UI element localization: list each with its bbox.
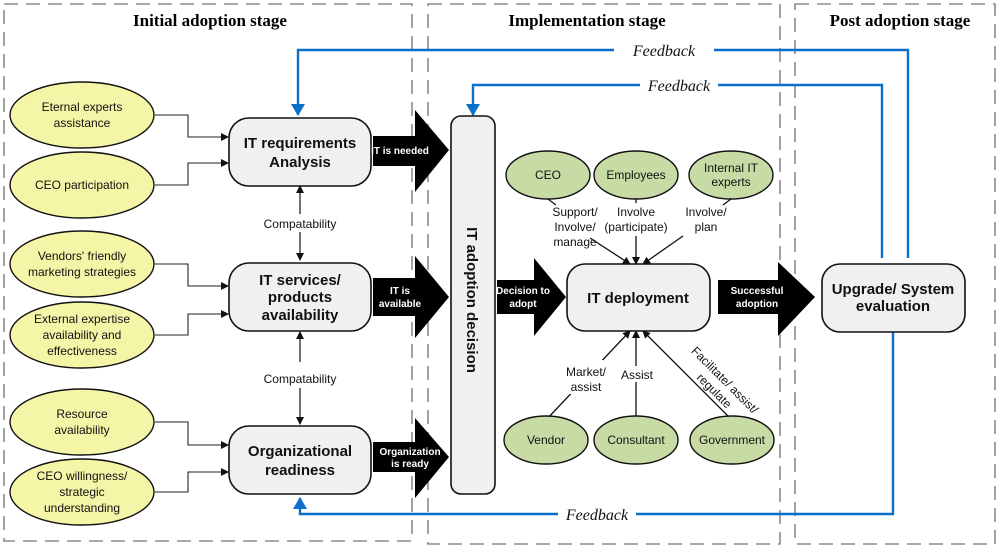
box-organizational-readiness[interactable]: Organizational readiness (228, 425, 372, 495)
block-arrow-success-line1: Successful (731, 286, 784, 297)
compatibility-label-1: Compatability (264, 217, 337, 231)
feedback-label-inner: Feedback (647, 78, 711, 95)
actor-name: Vendor (527, 433, 565, 447)
block-arrow-it-needed-label: IT is needed (371, 146, 429, 157)
actor-relation-label: Involve/ (554, 220, 596, 234)
box-upgrade-line2: evaluation (856, 298, 930, 315)
factor-oval-1[interactable]: CEO participation (9, 151, 155, 219)
bottom-actor-2[interactable]: Government (689, 415, 775, 465)
actor-relation-label: assist (571, 380, 602, 394)
box-it-deployment-label: IT deployment (587, 290, 689, 307)
actor-name: Government (699, 433, 766, 447)
bottom-actor-1[interactable]: Consultant (593, 415, 679, 465)
actor-name: CEO (535, 168, 561, 182)
bottom-actor-0[interactable]: Vendor (503, 415, 589, 465)
factor-oval-text: marketing strategies (28, 265, 136, 279)
box-it-services-line3: availability (262, 307, 339, 324)
actor-relation-label: Market/ (566, 365, 607, 379)
block-arrow-org-ready-line1: Organization (379, 447, 440, 458)
box-it-services-line2: products (268, 289, 332, 306)
block-arrow-success-line2: adoption (736, 299, 778, 310)
feedback-loop-bottom: Feedback (293, 332, 895, 524)
stage-implementation-title: Implementation stage (508, 11, 666, 30)
factor-oval-5[interactable]: CEO willingness/strategic understanding (9, 458, 155, 526)
actor-name: Employees (606, 168, 665, 182)
factor-connectors (155, 114, 229, 493)
actor-relation-label: plan (695, 220, 718, 234)
feedback-label-outer: Feedback (632, 43, 696, 60)
factor-oval-text: CEO willingness/ (37, 469, 128, 483)
box-upgrade-system-evaluation[interactable]: Upgrade/ System evaluation (821, 263, 966, 333)
factor-oval-text: CEO participation (35, 178, 129, 192)
block-arrow-successful-adoption: Successful adoption (718, 262, 815, 336)
compatibility-label-2: Compatability (264, 372, 337, 386)
factor-oval-text: assistance (54, 116, 111, 130)
block-arrow-it-available-line2: available (379, 299, 422, 310)
factor-oval-text: Vendors' friendly (38, 249, 126, 263)
top-actor-1[interactable]: Employees (593, 150, 679, 200)
factor-oval-text: Eternal experts (42, 100, 123, 114)
box-it-adoption-decision-label: IT adoption decision (463, 227, 480, 373)
block-arrow-org-ready-line2: is ready (391, 459, 429, 470)
feedback-loop-outer: Feedback (291, 40, 910, 258)
box-upgrade-line1: Upgrade/ System (832, 281, 955, 298)
block-arrow-it-available: IT is available (373, 256, 449, 338)
factor-oval-3[interactable]: External expertise availability and effect… (9, 301, 155, 369)
actor-relation-label: Assist (621, 368, 654, 382)
factor-oval-text: effectiveness (47, 344, 117, 358)
block-arrow-decision-line1: Decision to (496, 286, 550, 297)
actor-connectors (545, 198, 733, 421)
actor-name: Consultant (607, 433, 665, 447)
block-arrow-org-ready: Organization is ready (373, 418, 449, 498)
stage-initial-title: Initial adoption stage (133, 11, 287, 30)
box-it-services-availability[interactable]: IT services/ products availability (228, 262, 372, 332)
block-arrow-it-available-line1: IT is (390, 286, 410, 297)
factor-oval-text: availability and (43, 328, 122, 342)
actor-relation-label: (participate) (604, 220, 667, 234)
factor-oval-2[interactable]: Vendors' friendly marketing strategies (9, 230, 155, 298)
actor-relation-label: Involve/ (685, 205, 727, 219)
factor-oval-text: understanding (44, 501, 120, 515)
top-actor-0[interactable]: CEO (505, 150, 591, 200)
actor-relation-label: Involve (617, 205, 655, 219)
feedback-loop-inner: Feedback (466, 75, 884, 258)
factor-oval-text: availability (54, 423, 109, 437)
box-it-deployment[interactable]: IT deployment (566, 263, 711, 332)
factor-oval-text: Resource (56, 407, 108, 421)
factor-oval-text: strategic (59, 485, 104, 499)
actor-name: experts (711, 175, 750, 189)
stage-post-title: Post adoption stage (830, 11, 971, 30)
block-arrow-decision-line2: adopt (509, 299, 537, 310)
stage-initial-container (3, 3, 413, 542)
box-it-services-line1: IT services/ (259, 272, 342, 289)
box-it-requirements-line2: Analysis (269, 154, 331, 171)
factor-oval-4[interactable]: Resource availability (9, 388, 155, 456)
box-it-adoption-decision[interactable]: IT adoption decision (450, 115, 496, 495)
actor-name: Internal IT (704, 161, 759, 175)
box-org-readiness-line1: Organizational (248, 443, 352, 460)
stage-post-container (794, 3, 996, 545)
factor-oval-0[interactable]: Eternal experts assistance (9, 81, 155, 149)
actor-relation-label: manage (553, 235, 597, 249)
actor-relation-label: Support/ (552, 205, 598, 219)
box-it-requirements-line1: IT requirements (244, 135, 357, 152)
factor-oval-text: External expertise (34, 312, 130, 326)
feedback-label-bottom: Feedback (565, 507, 629, 524)
box-it-requirements[interactable]: IT requirements Analysis (228, 117, 372, 187)
box-org-readiness-line2: readiness (265, 462, 335, 479)
block-arrow-decision-to-adopt: Decision to adopt (496, 258, 566, 336)
block-arrow-it-needed: IT is needed (371, 110, 449, 192)
